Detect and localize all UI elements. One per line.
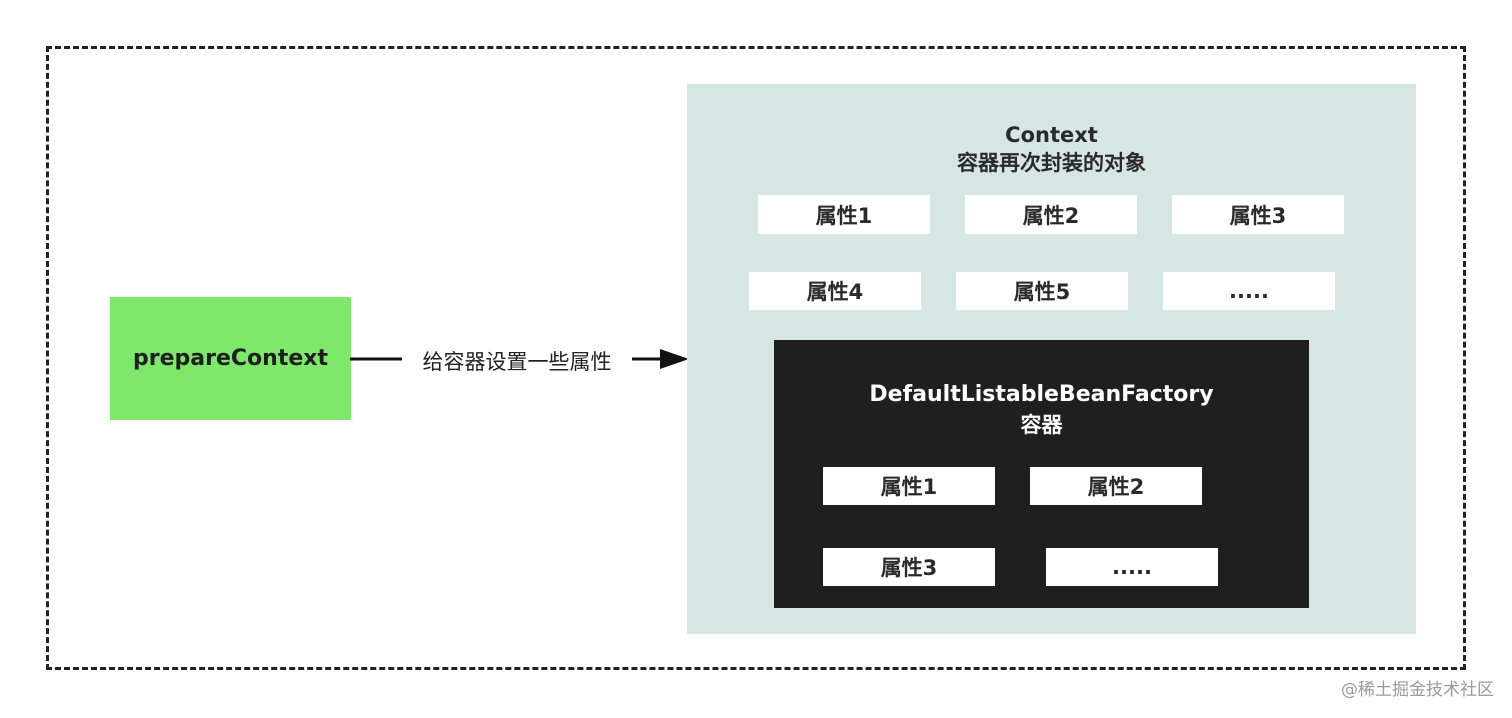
bean-factory-subtitle: 容器 <box>1020 413 1063 437</box>
context-attribute-4: 属性4 <box>749 272 921 310</box>
context-attribute-2: 属性2 <box>965 195 1137 234</box>
arrow-label: 给容器设置一些属性 <box>402 347 632 377</box>
bean-factory-title: DefaultListableBeanFactory <box>869 382 1214 407</box>
prepare-context-node: prepareContext <box>110 297 351 420</box>
factory-attribute-more: ..... <box>1046 548 1218 586</box>
factory-attribute-1: 属性1 <box>823 467 995 505</box>
context-attribute-3: 属性3 <box>1172 195 1344 234</box>
factory-attribute-3: 属性3 <box>823 548 995 586</box>
context-attribute-5: 属性5 <box>956 272 1128 310</box>
context-title: Context <box>1005 123 1098 147</box>
context-attribute-1: 属性1 <box>758 195 930 234</box>
factory-attribute-2: 属性2 <box>1030 467 1202 505</box>
context-subtitle: 容器再次封装的对象 <box>957 151 1146 175</box>
context-attribute-more: ..... <box>1163 272 1335 310</box>
outer-dashed-frame <box>46 46 1466 670</box>
watermark: @稀土掘金技术社区 <box>1341 680 1494 700</box>
arrow-head <box>660 349 689 369</box>
prepare-context-label: prepareContext <box>133 346 328 371</box>
